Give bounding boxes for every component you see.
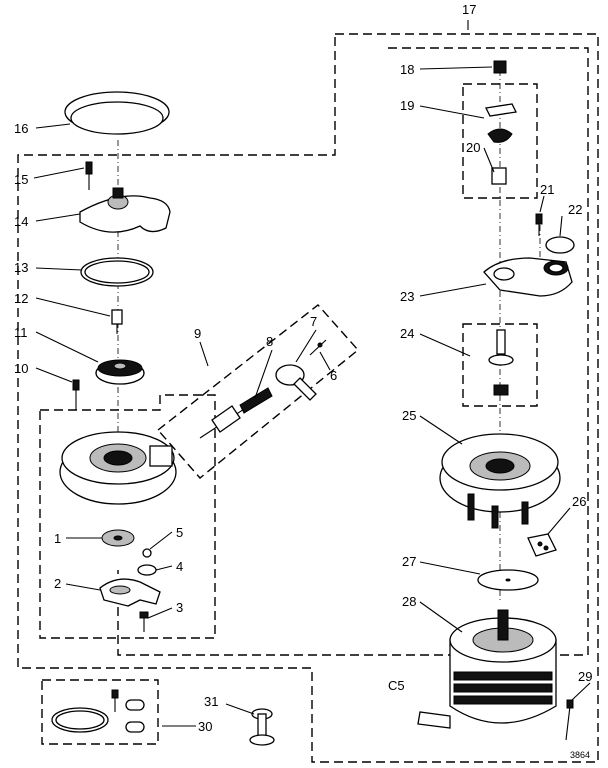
annotation-cs: C5 [388, 678, 405, 693]
label-28: 28 [402, 594, 416, 609]
label-27: 27 [402, 554, 416, 569]
label-4: 4 [176, 559, 183, 574]
drawing-number: 3864 [570, 750, 590, 760]
group-outlines [17, 33, 599, 763]
label-19: 19 [400, 98, 414, 113]
label-22: 22 [568, 202, 582, 217]
leader-lines [33, 20, 591, 727]
label-8: 8 [266, 334, 273, 349]
part-27-washer [477, 569, 539, 591]
part-26-connector [527, 533, 557, 557]
part-5-ball [142, 548, 152, 558]
part-19-clip [485, 103, 517, 143]
part-2-base-plate [99, 578, 161, 607]
label-6: 6 [330, 368, 337, 383]
label-15: 15 [14, 172, 28, 187]
label-18: 18 [400, 62, 414, 77]
part-18-nut [493, 60, 507, 74]
label-10: 10 [14, 361, 28, 376]
label-20: 20 [466, 140, 480, 155]
part-29-screw [565, 699, 574, 741]
part-3-screw [139, 611, 149, 632]
part-24-shaft [488, 329, 514, 396]
label-7: 7 [310, 314, 317, 329]
label-1: 1 [54, 531, 61, 546]
part-15-screw [85, 161, 93, 190]
part-13-gasket [80, 257, 154, 287]
part-12-nut [111, 309, 123, 334]
part-22-ring [545, 236, 575, 254]
label-16: 16 [14, 121, 28, 136]
part-1-filter [101, 529, 135, 547]
label-11: 11 [14, 325, 28, 340]
part-4-seal [137, 564, 157, 576]
part-25-motor-mount [439, 433, 561, 529]
label-21: 21 [540, 182, 554, 197]
part-10-screw [72, 379, 80, 410]
part-20-spacer [491, 167, 507, 185]
label-31: 31 [204, 694, 218, 709]
callout-labels: 16 15 14 13 12 11 10 1 2 3 4 5 9 8 7 6 1… [14, 2, 592, 760]
part-16-ring [64, 91, 170, 135]
label-14: 14 [14, 214, 28, 229]
pump-housing [59, 431, 177, 505]
label-5: 5 [176, 525, 183, 540]
part-9-valve-assembly [199, 339, 327, 439]
part-28-motor [417, 609, 557, 729]
label-23: 23 [400, 289, 414, 304]
label-9: 9 [194, 326, 201, 341]
label-30: 30 [198, 719, 212, 734]
label-25: 25 [402, 408, 416, 423]
label-17: 17 [462, 2, 476, 17]
part-21-screw [535, 213, 543, 236]
part-14-cover-plate [79, 187, 171, 233]
part-23-bracket [483, 257, 573, 297]
part-30-kit [51, 689, 145, 733]
label-29: 29 [578, 669, 592, 684]
label-13: 13 [14, 260, 28, 275]
part-11-impeller [95, 359, 145, 385]
label-3: 3 [176, 600, 183, 615]
label-26: 26 [572, 494, 586, 509]
label-24: 24 [400, 326, 414, 341]
label-12: 12 [14, 291, 28, 306]
part-31-plug [249, 708, 275, 746]
label-2: 2 [54, 576, 61, 591]
